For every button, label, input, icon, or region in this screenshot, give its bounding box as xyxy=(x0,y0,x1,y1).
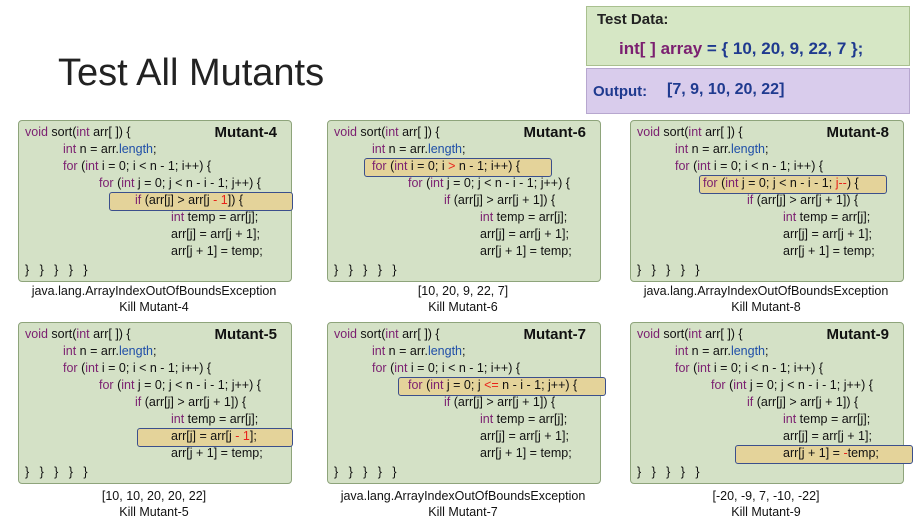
code-line: arr[j + 1] = temp; xyxy=(480,446,572,460)
code-line: arr[j] = arr[j + 1]; xyxy=(783,227,872,241)
code-line: for (int i = 0; i < n - 1; i++) { xyxy=(63,159,211,173)
code-line: for (int j = 0; j < n - i - 1; j--) { xyxy=(703,176,859,190)
mutant-name: Mutant-9 xyxy=(826,326,890,343)
code-line: if (arr[j] > arr[j + 1]) { xyxy=(747,193,859,207)
code-line: arr[j + 1] = temp; xyxy=(171,446,263,460)
mutation-highlight xyxy=(699,175,887,194)
code-line: arr[j] = arr[j + 1]; xyxy=(171,227,260,241)
code-line: int temp = arr[j]; xyxy=(171,412,259,426)
mutant-panel: Mutant-4 void sort(int arr[ ]) { int n = a… xyxy=(18,120,293,282)
mutant-name: Mutant-7 xyxy=(523,326,587,343)
mutant-panel: Mutant-8 void sort(int arr[ ]) { int n = a… xyxy=(630,120,904,282)
output-label: Output: xyxy=(593,83,648,100)
code-line: int n = arr.length; xyxy=(63,142,157,156)
code-line: int temp = arr[j]; xyxy=(783,210,871,224)
closing-braces: } } } } } xyxy=(334,263,397,277)
closing-braces: } } } } } xyxy=(25,263,88,277)
code-line: void sort(int arr[ ]) { xyxy=(334,125,440,139)
code-line: for (int i = 0; i < n - 1; i++) { xyxy=(675,159,823,173)
caption-kill: Kill Mutant-5 xyxy=(119,505,189,519)
closing-braces: } } } } } xyxy=(334,465,397,479)
code-line: arr[j] = arr[j + 1]; xyxy=(783,429,872,443)
code-line: int temp = arr[j]; xyxy=(171,210,259,224)
mutant-name: Mutant-4 xyxy=(214,124,278,141)
code-line: arr[j + 1] = temp; xyxy=(783,244,875,258)
code-line: void sort(int arr[ ]) { xyxy=(637,327,743,341)
code-line: arr[j] = arr[j + 1]; xyxy=(480,227,569,241)
code-line: int n = arr.length; xyxy=(63,344,157,358)
code-line: for (int i = 0; i < n - 1; i++) { xyxy=(372,361,520,375)
code-line: void sort(int arr[ ]) { xyxy=(334,327,440,341)
mutation-highlight xyxy=(109,192,293,211)
mutant-name: Mutant-5 xyxy=(214,326,278,343)
code-line: for (int i = 0; i > n - 1; i++) { xyxy=(372,159,521,173)
mutation-highlight xyxy=(137,428,293,447)
caption-kill: Kill Mutant-7 xyxy=(428,505,498,519)
code-line: for (int j = 0; j < n - i - 1; j++) { xyxy=(99,378,261,392)
code-line: for (int j = 0; j < n - i - 1; j++) { xyxy=(711,378,873,392)
code-line: arr[j + 1] = -temp; xyxy=(783,446,879,460)
mutant-caption: [-20, -9, 7, -10, -22] Kill Mutant-9 xyxy=(621,488,911,520)
caption-result: java.lang.ArrayIndexOutOfBoundsException xyxy=(643,284,889,298)
caption-result: [10, 20, 9, 22, 7] xyxy=(417,284,509,298)
code-line: arr[j + 1] = temp; xyxy=(171,244,263,258)
caption-result: java.lang.ArrayIndexOutOfBoundsException xyxy=(31,284,277,298)
code-line: arr[j] = arr[j - 1]; xyxy=(171,429,257,443)
code-line: for (int j = 0; j < n - i - 1; j++) { xyxy=(408,176,570,190)
output-box: Output: [7, 9, 10, 20, 22] xyxy=(586,68,910,114)
mutant-caption: [10, 20, 9, 22, 7] Kill Mutant-6 xyxy=(318,283,608,315)
code-line: arr[j] = arr[j + 1]; xyxy=(480,429,569,443)
test-data-array: int[ ] array = { 10, 20, 9, 22, 7 }; xyxy=(619,39,864,58)
mutant-panel: Mutant-5 void sort(int arr[ ]) { int n = a… xyxy=(18,322,293,484)
code-line: int n = arr.length; xyxy=(675,344,769,358)
code-line: int temp = arr[j]; xyxy=(480,210,568,224)
caption-kill: Kill Mutant-6 xyxy=(428,300,498,314)
code-line: int temp = arr[j]; xyxy=(783,412,871,426)
caption-result: java.lang.ArrayIndexOutOfBoundsException xyxy=(340,489,586,503)
code-line: if (arr[j] > arr[j + 1]) { xyxy=(747,395,859,409)
code-line: if (arr[j] > arr[j + 1]) { xyxy=(135,395,247,409)
mutant-panel: Mutant-6 void sort(int arr[ ]) { int n = a… xyxy=(327,120,601,282)
code-line: int n = arr.length; xyxy=(372,142,466,156)
caption-result: [10, 10, 20, 20, 22] xyxy=(101,489,207,503)
caption-kill: Kill Mutant-4 xyxy=(119,300,189,314)
code-line: void sort(int arr[ ]) { xyxy=(25,327,131,341)
test-data-label: Test Data: xyxy=(597,11,669,28)
code-line: int n = arr.length; xyxy=(372,344,466,358)
output-value: [7, 9, 10, 20, 22] xyxy=(667,81,785,98)
closing-braces: } } } } } xyxy=(637,465,700,479)
closing-braces: } } } } } xyxy=(637,263,700,277)
code-line: int n = arr.length; xyxy=(675,142,769,156)
code-line: if (arr[j] > arr[j + 1]) { xyxy=(444,395,556,409)
mutant-panel: Mutant-7 void sort(int arr[ ]) { int n = a… xyxy=(327,322,606,484)
test-data-box: Test Data: int[ ] array = { 10, 20, 9, 2… xyxy=(586,6,910,66)
caption-result: [-20, -9, 7, -10, -22] xyxy=(712,489,820,503)
mutant-caption: [10, 10, 20, 20, 22] Kill Mutant-5 xyxy=(9,488,299,520)
mutation-highlight xyxy=(364,158,552,177)
code-line: void sort(int arr[ ]) { xyxy=(637,125,743,139)
code-line: if (arr[j] > arr[j + 1]) { xyxy=(444,193,556,207)
code-line: for (int i = 0; i < n - 1; i++) { xyxy=(63,361,211,375)
mutant-caption: java.lang.ArrayIndexOutOfBoundsException… xyxy=(318,488,608,520)
code-line: for (int i = 0; i < n - 1; i++) { xyxy=(675,361,823,375)
mutant-name: Mutant-8 xyxy=(826,124,890,141)
caption-kill: Kill Mutant-9 xyxy=(731,505,801,519)
mutant-caption: java.lang.ArrayIndexOutOfBoundsException… xyxy=(9,283,299,315)
mutation-highlight xyxy=(735,445,913,464)
caption-kill: Kill Mutant-8 xyxy=(731,300,801,314)
mutant-panel: Mutant-9 void sort(int arr[ ]) { int n = a… xyxy=(630,322,913,484)
slide-title: Test All Mutants xyxy=(58,52,325,94)
code-line: void sort(int arr[ ]) { xyxy=(25,125,131,139)
mutation-highlight xyxy=(398,377,606,396)
closing-braces: } } } } } xyxy=(25,465,88,479)
code-line: if (arr[j] > arr[j - 1]) { xyxy=(135,193,244,207)
mutant-name: Mutant-6 xyxy=(523,124,587,141)
code-line: int temp = arr[j]; xyxy=(480,412,568,426)
code-line: arr[j + 1] = temp; xyxy=(480,244,572,258)
code-line: for (int j = 0; j <= n - i - 1; j++) { xyxy=(408,378,578,392)
mutant-caption: java.lang.ArrayIndexOutOfBoundsException… xyxy=(621,283,911,315)
code-line: for (int j = 0; j < n - i - 1; j++) { xyxy=(99,176,261,190)
